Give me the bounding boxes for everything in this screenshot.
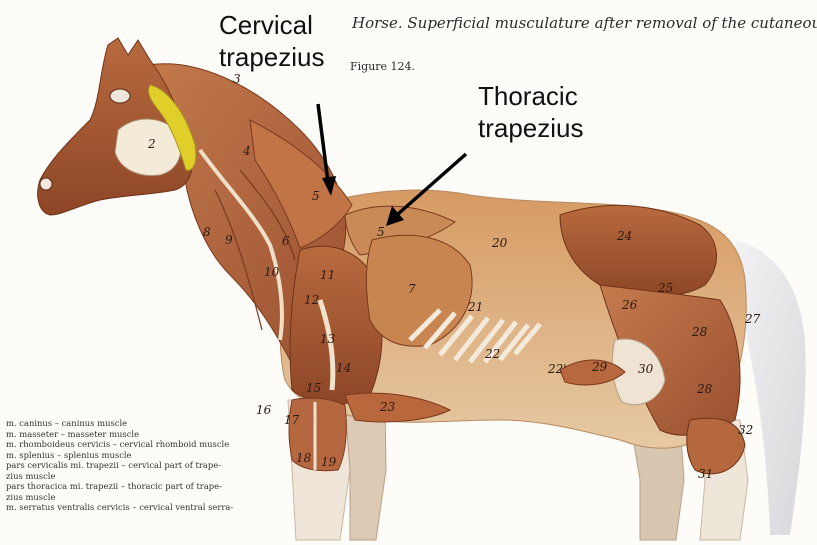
legend-line: pars cervicalis mi. trapezii – cervical … xyxy=(6,460,254,471)
muscle-label: 4 xyxy=(242,144,251,158)
muscle-label: 12 xyxy=(304,293,319,307)
muscle-label: 22' xyxy=(547,362,567,376)
callout-thoracic-trapezius: Thoracic trapezius xyxy=(478,80,584,144)
muscle-label: 19 xyxy=(321,455,337,469)
legend-line: zius muscle xyxy=(6,492,254,503)
legend-line: zius muscle xyxy=(6,471,254,482)
muscle-label: 26 xyxy=(621,298,638,312)
legend-line: m. masseter – masseter muscle xyxy=(6,429,254,440)
legend-line: pars thoracica mi. trapezii – thoracic p… xyxy=(6,481,254,492)
muscle-label: 7 xyxy=(408,282,416,296)
muscle-label: 28 xyxy=(691,325,708,339)
muscle-label: 15 xyxy=(306,381,321,395)
muscle-label: 13 xyxy=(320,332,336,346)
muscle-label: 29 xyxy=(591,360,608,374)
callout-line: Thoracic xyxy=(478,80,584,112)
muscle-legend: m. caninus – caninus muscle m. masseter … xyxy=(6,418,254,513)
muscle-label: 3 xyxy=(233,72,241,86)
muscle-label: 28 xyxy=(696,382,713,396)
muscle-label: 5 xyxy=(377,225,385,239)
muscle-label: 9 xyxy=(225,233,233,247)
muscle-label: 23 xyxy=(379,400,396,414)
muscle-label: 22 xyxy=(484,347,500,361)
eye xyxy=(110,89,130,103)
muscle-label: 30 xyxy=(638,362,654,376)
muscle-label: 16 xyxy=(256,403,272,417)
fore-leg-far xyxy=(345,405,386,540)
muscle-label: 17 xyxy=(284,413,300,427)
muscle-label: 31 xyxy=(698,467,713,481)
muscle-label: 18 xyxy=(296,451,312,465)
callout-cervical-trapezius: Cervical trapezius xyxy=(219,9,325,73)
figure-number: Figure 124. xyxy=(350,60,415,73)
nostril xyxy=(40,178,52,190)
muscle-label: 32 xyxy=(738,423,753,437)
muscle-label: 11 xyxy=(320,268,335,282)
muscle-label: 14 xyxy=(336,361,351,375)
legend-line: m. serratus ventralis cervicis – cervica… xyxy=(6,502,254,513)
legend-line: m. splenius – splenius muscle xyxy=(6,450,254,461)
legend-line: m. caninus – caninus muscle xyxy=(6,418,254,429)
figure-caption: Horse. Superficial musculature after rem… xyxy=(352,14,817,32)
muscle-label: 24 xyxy=(616,229,632,243)
legend-line: m. rhomboideus cervicis – cervical rhomb… xyxy=(6,439,254,450)
muscle-label: 2 xyxy=(147,137,156,151)
muscle-label: 8 xyxy=(203,225,211,239)
muscle-label: 5 xyxy=(312,189,320,203)
callout-line: trapezius xyxy=(478,112,584,144)
muscle-label: 27 xyxy=(744,312,761,326)
muscle-label: 25 xyxy=(657,281,673,295)
callout-line: Cervical xyxy=(219,9,325,41)
muscle-label: 6 xyxy=(282,234,290,248)
callout-line: trapezius xyxy=(219,41,325,73)
muscle-label: 20 xyxy=(491,236,508,250)
muscle-label: 10 xyxy=(264,265,280,279)
muscle-label: 21 xyxy=(467,300,483,314)
